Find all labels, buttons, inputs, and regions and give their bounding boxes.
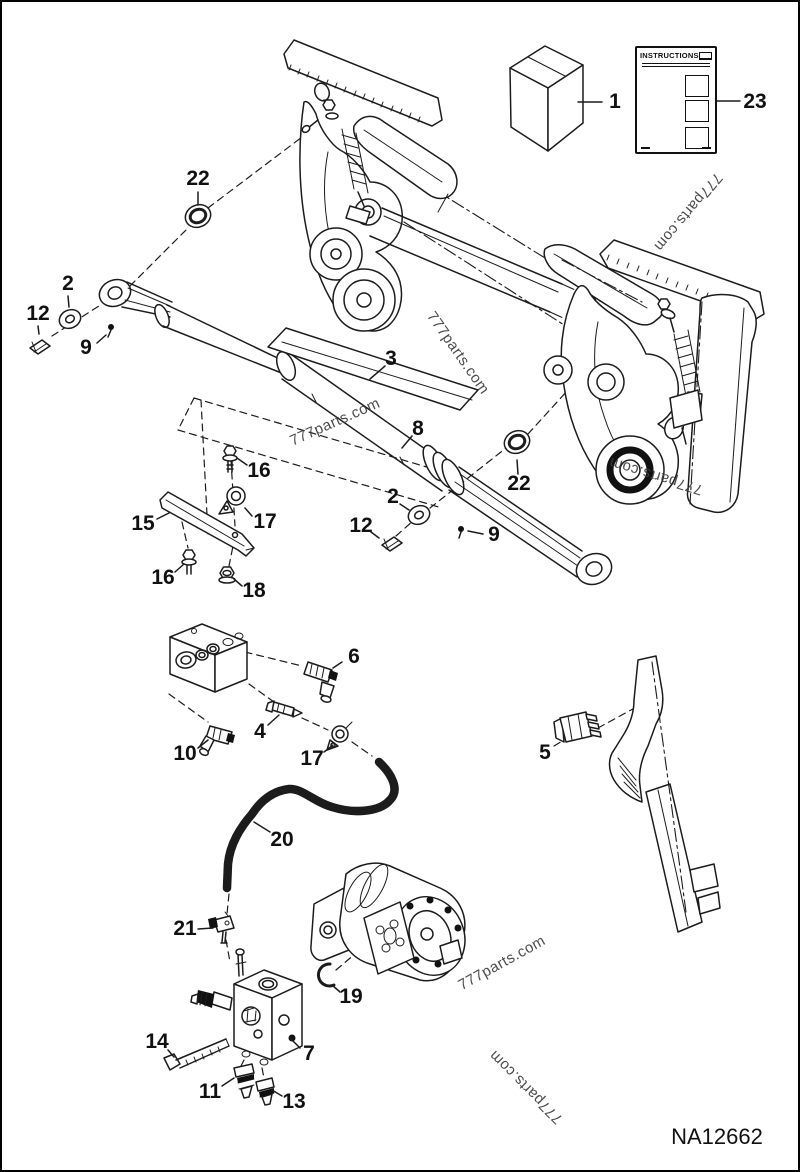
right-frame-assembly-drawing bbox=[543, 239, 765, 514]
callout-18: 18 bbox=[242, 579, 266, 602]
callout-7: 7 bbox=[303, 1042, 315, 1065]
kit-box-drawing bbox=[509, 45, 584, 152]
callout-21: 21 bbox=[173, 917, 197, 940]
callout-20: 20 bbox=[270, 828, 294, 851]
bolt-14-drawing bbox=[163, 1038, 230, 1071]
callout-9-a: 9 bbox=[80, 336, 92, 359]
fittings-11-13-drawing bbox=[233, 1063, 275, 1106]
bracket-15-group-drawing bbox=[159, 445, 255, 584]
hardware-right-drawing bbox=[381, 429, 531, 552]
callout-6: 6 bbox=[348, 645, 360, 668]
callout-15: 15 bbox=[131, 512, 155, 535]
pump-drawing bbox=[310, 862, 466, 982]
instructions-title: INSTRUCTIONS bbox=[640, 51, 699, 60]
callout-12-b: 12 bbox=[349, 514, 373, 537]
callout-2-b: 2 bbox=[387, 485, 399, 508]
callout-10: 10 bbox=[173, 742, 197, 765]
manifold-block-drawing bbox=[169, 623, 248, 693]
hardware-left-drawing bbox=[29, 203, 212, 355]
callout-19: 19 bbox=[339, 985, 363, 1008]
callout-17-a: 17 bbox=[253, 510, 277, 533]
drawing-number: NA12662 bbox=[671, 1124, 763, 1149]
leader-lines bbox=[37, 100, 741, 1097]
callout-12-a: 12 bbox=[26, 302, 50, 325]
callout-13: 13 bbox=[282, 1090, 306, 1113]
handle-lever-drawing bbox=[608, 655, 721, 933]
callout-4: 4 bbox=[254, 720, 266, 743]
callout-11: 11 bbox=[198, 1080, 222, 1103]
guard-drawing bbox=[267, 327, 479, 411]
callout-16-a: 16 bbox=[247, 459, 271, 482]
callout-1: 1 bbox=[609, 90, 621, 113]
cylinder-drawing bbox=[98, 278, 613, 586]
callout-8: 8 bbox=[412, 417, 424, 440]
hose-drawing bbox=[222, 757, 399, 893]
callout-16-b: 16 bbox=[151, 566, 175, 589]
corner-mark bbox=[702, 146, 711, 149]
oring-19-drawing bbox=[316, 962, 336, 988]
corner-mark bbox=[641, 146, 650, 149]
callout-22-b: 22 bbox=[507, 472, 531, 495]
instructions-rule bbox=[642, 63, 710, 64]
callout-17-b: 17 bbox=[300, 747, 324, 770]
callout-3: 3 bbox=[385, 347, 397, 370]
callout-23: 23 bbox=[743, 90, 767, 113]
instructions-tag-box bbox=[699, 51, 712, 60]
instructions-rule bbox=[642, 66, 710, 67]
callout-5: 5 bbox=[539, 741, 551, 764]
instructions-figure-box bbox=[685, 75, 709, 97]
instructions-sheet: INSTRUCTIONS bbox=[635, 46, 717, 154]
fitting-21-drawing bbox=[208, 911, 235, 944]
callout-9-b: 9 bbox=[488, 523, 500, 546]
instructions-figure-box bbox=[685, 100, 709, 122]
left-frame-assembly-drawing bbox=[283, 39, 458, 332]
instructions-figure-box bbox=[685, 127, 709, 149]
valve-block-7-drawing bbox=[190, 948, 303, 1066]
callout-22-a: 22 bbox=[186, 167, 210, 190]
connector-5-drawing bbox=[553, 711, 602, 743]
callout-14: 14 bbox=[145, 1030, 169, 1053]
callout-2-a: 2 bbox=[62, 272, 74, 295]
